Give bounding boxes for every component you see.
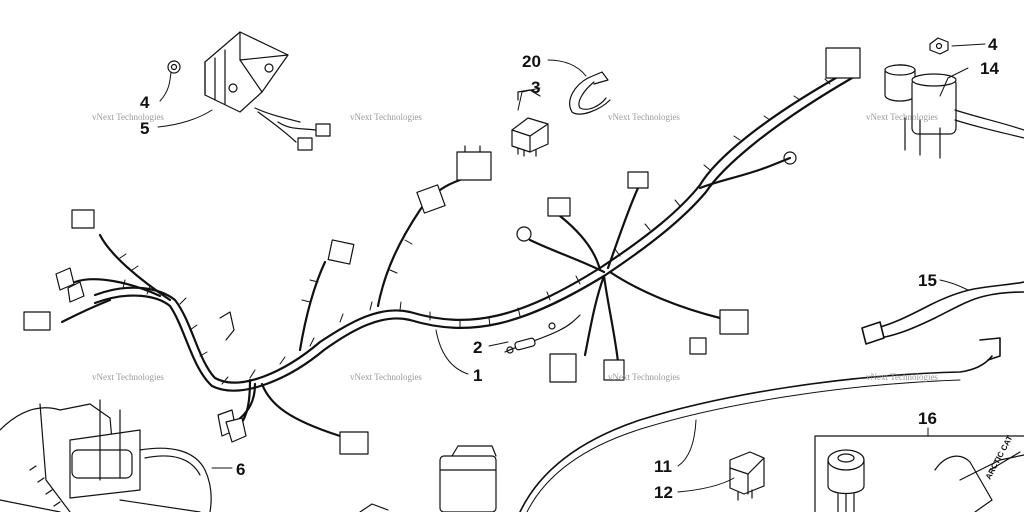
callout-15: 15 <box>918 271 937 290</box>
watermark-text: vNext Technologies <box>92 372 164 382</box>
nut-part-4-right <box>929 37 949 55</box>
callout-6: 6 <box>236 460 245 479</box>
leader-lines <box>157 43 986 493</box>
ignition-switch-assembly <box>814 435 1024 512</box>
callout-12: 12 <box>654 483 673 502</box>
connector <box>71 209 95 229</box>
watermark-text: vNext Technologies <box>92 112 164 122</box>
nut-part-4-left <box>167 60 181 74</box>
watermark-text: vNext Technologies <box>866 112 938 122</box>
voltage-regulator <box>204 31 331 151</box>
callout-4-left: 4 <box>140 93 150 112</box>
callout-2: 2 <box>473 338 482 357</box>
callout-14: 14 <box>980 59 999 78</box>
callout-3: 3 <box>531 78 540 97</box>
callout-20: 20 <box>522 52 541 71</box>
control-module <box>439 445 497 512</box>
watermark-text: vNext Technologies <box>608 372 680 382</box>
callout-5: 5 <box>140 119 149 138</box>
small-relay <box>729 451 765 501</box>
ground-cable <box>861 281 1024 361</box>
starter-solenoid <box>884 64 1024 159</box>
callout-labels: 4 5 20 3 4 14 15 2 1 16 6 11 12 <box>140 35 999 502</box>
part-edge <box>359 503 389 512</box>
watermark-text: vNext Technologies <box>350 372 422 382</box>
watermark-text: vNext Technologies <box>608 112 680 122</box>
watermark-text: vNext Technologies <box>866 372 938 382</box>
callout-16: 16 <box>918 409 937 428</box>
main-wiring-harness <box>60 68 854 438</box>
fuse-link <box>504 314 581 354</box>
cable-tie <box>569 71 611 115</box>
frame-section <box>0 399 212 512</box>
watermark-text: vNext Technologies <box>350 112 422 122</box>
watermarks: vNext Technologies vNext Technologies vN… <box>92 112 938 382</box>
callout-4-right: 4 <box>988 35 998 54</box>
callout-1: 1 <box>473 366 482 385</box>
callout-11: 11 <box>654 457 672 476</box>
relay <box>511 117 549 157</box>
long-cable <box>519 355 993 512</box>
relay-bracket <box>517 89 541 101</box>
